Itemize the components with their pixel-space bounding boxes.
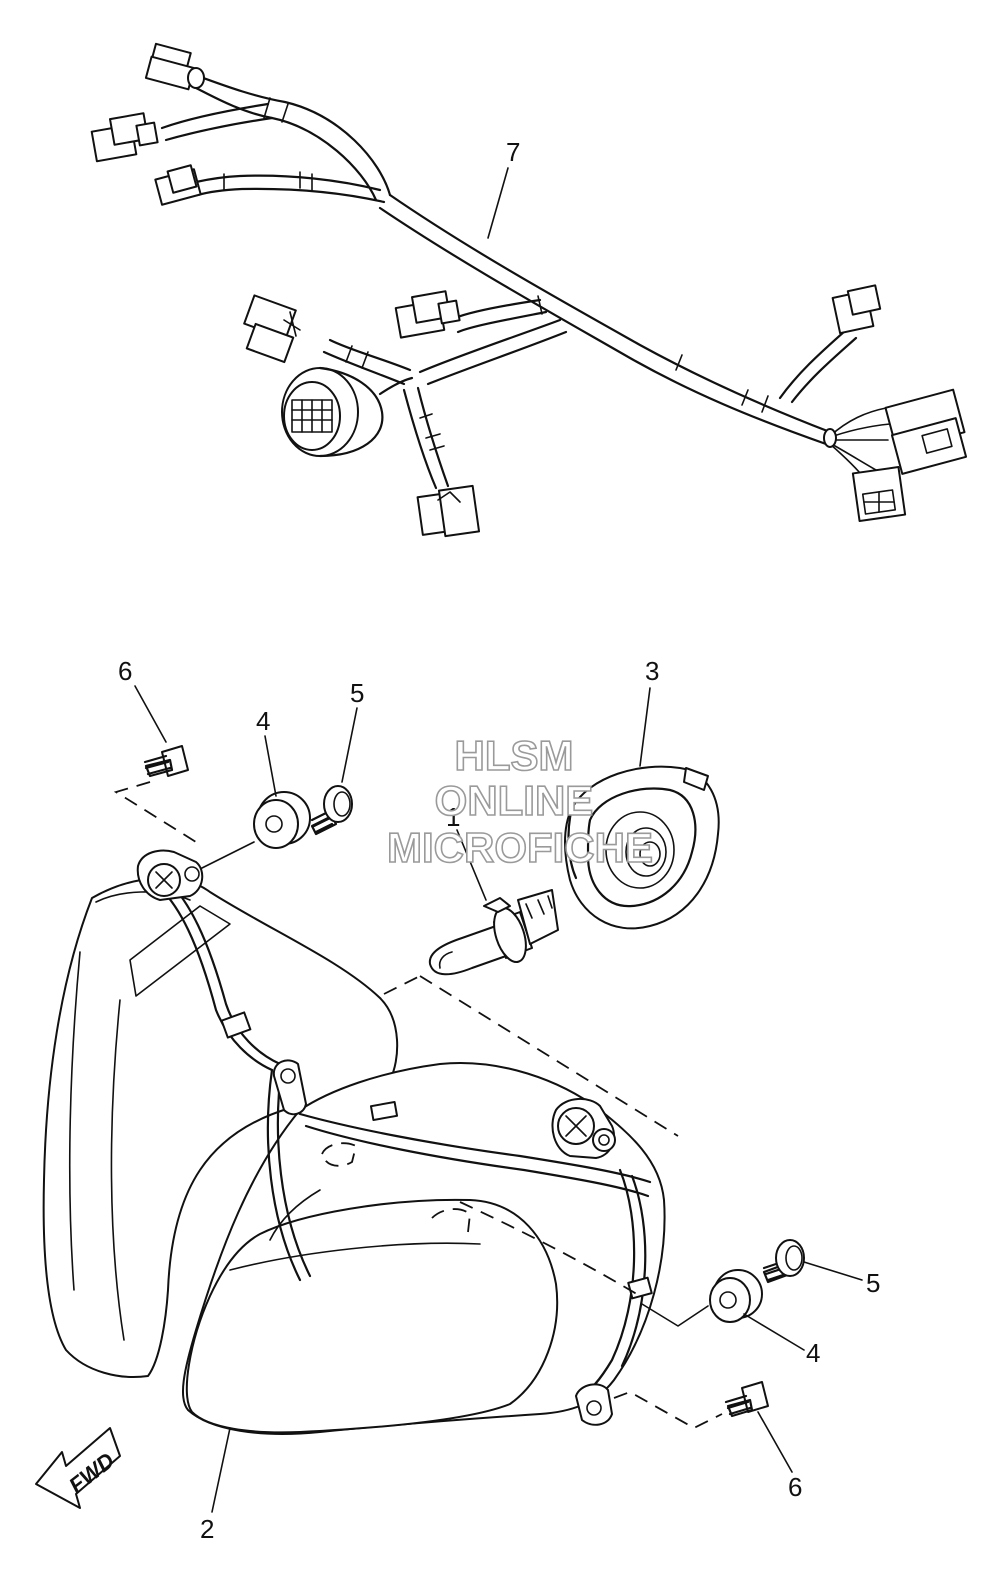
mount-bottom [575, 1383, 613, 1426]
screw-top [143, 745, 189, 778]
mount-cross-right [551, 1098, 616, 1159]
watermark-line3: MICROFICHE [387, 824, 653, 871]
fwd-direction-arrow: FWD [35, 1427, 121, 1509]
callout-4-bottom: 4 [806, 1338, 820, 1368]
bolt-top [310, 785, 353, 836]
leader-line-2 [211, 1427, 231, 1513]
link-line-4-top [197, 841, 255, 871]
leader-line-6-top [134, 685, 167, 743]
watermark: HLSM ONLINE MICROFICHE [386, 731, 654, 872]
callout-5-top: 5 [350, 678, 364, 708]
callout-3: 3 [645, 656, 659, 686]
dashed-line-1 [383, 975, 421, 995]
dashed-line-right-middle [613, 1391, 723, 1430]
callout-6-top: 6 [118, 656, 132, 686]
mount-cross-left [136, 849, 204, 901]
wire-harness [90, 42, 968, 538]
leader-line-6-bottom [757, 1411, 793, 1473]
connector-right-upper [831, 284, 882, 335]
watermark-line2: ONLINE [435, 777, 594, 824]
connector-left-upper [90, 112, 159, 163]
leader-line-4-bottom [743, 1313, 805, 1351]
dashed-line-right-top [459, 1201, 641, 1297]
leader-line-1 [456, 829, 487, 901]
callout-7: 7 [506, 137, 520, 167]
connector-right-double [884, 388, 968, 475]
leader-line-3 [639, 687, 651, 767]
callout-4-top: 4 [256, 706, 270, 736]
headlight-unit [42, 849, 666, 1435]
watermark-line1: HLSM [455, 732, 574, 779]
connector-left-middle [154, 164, 202, 206]
callout-1: 1 [446, 802, 460, 832]
bolt-bottom [762, 1239, 805, 1284]
connector-right-lower [851, 466, 907, 522]
callout-5-bottom: 5 [866, 1268, 880, 1298]
callout-2: 2 [200, 1514, 214, 1544]
connector-left-lower [243, 294, 301, 364]
dashed-line-6-top [113, 781, 197, 843]
grommet-top [253, 791, 311, 849]
screw-bottom [724, 1381, 769, 1418]
mount-middle [272, 1059, 307, 1116]
link-line-4-bottom [641, 1303, 709, 1327]
leader-line-7 [487, 167, 509, 239]
leader-line-5-top [341, 707, 358, 783]
connector-round [281, 366, 384, 458]
dashed-line-1b [419, 975, 679, 1137]
connector-bottom [416, 484, 481, 538]
connector-center [394, 290, 461, 339]
headlight-bulb [428, 889, 559, 976]
bulb-cover [564, 765, 720, 930]
grommet-bottom [709, 1269, 763, 1323]
leader-line-4-top [264, 735, 277, 797]
leader-line-5-bottom [803, 1261, 863, 1281]
callout-6-bottom: 6 [788, 1472, 802, 1502]
connector-top [144, 42, 205, 91]
